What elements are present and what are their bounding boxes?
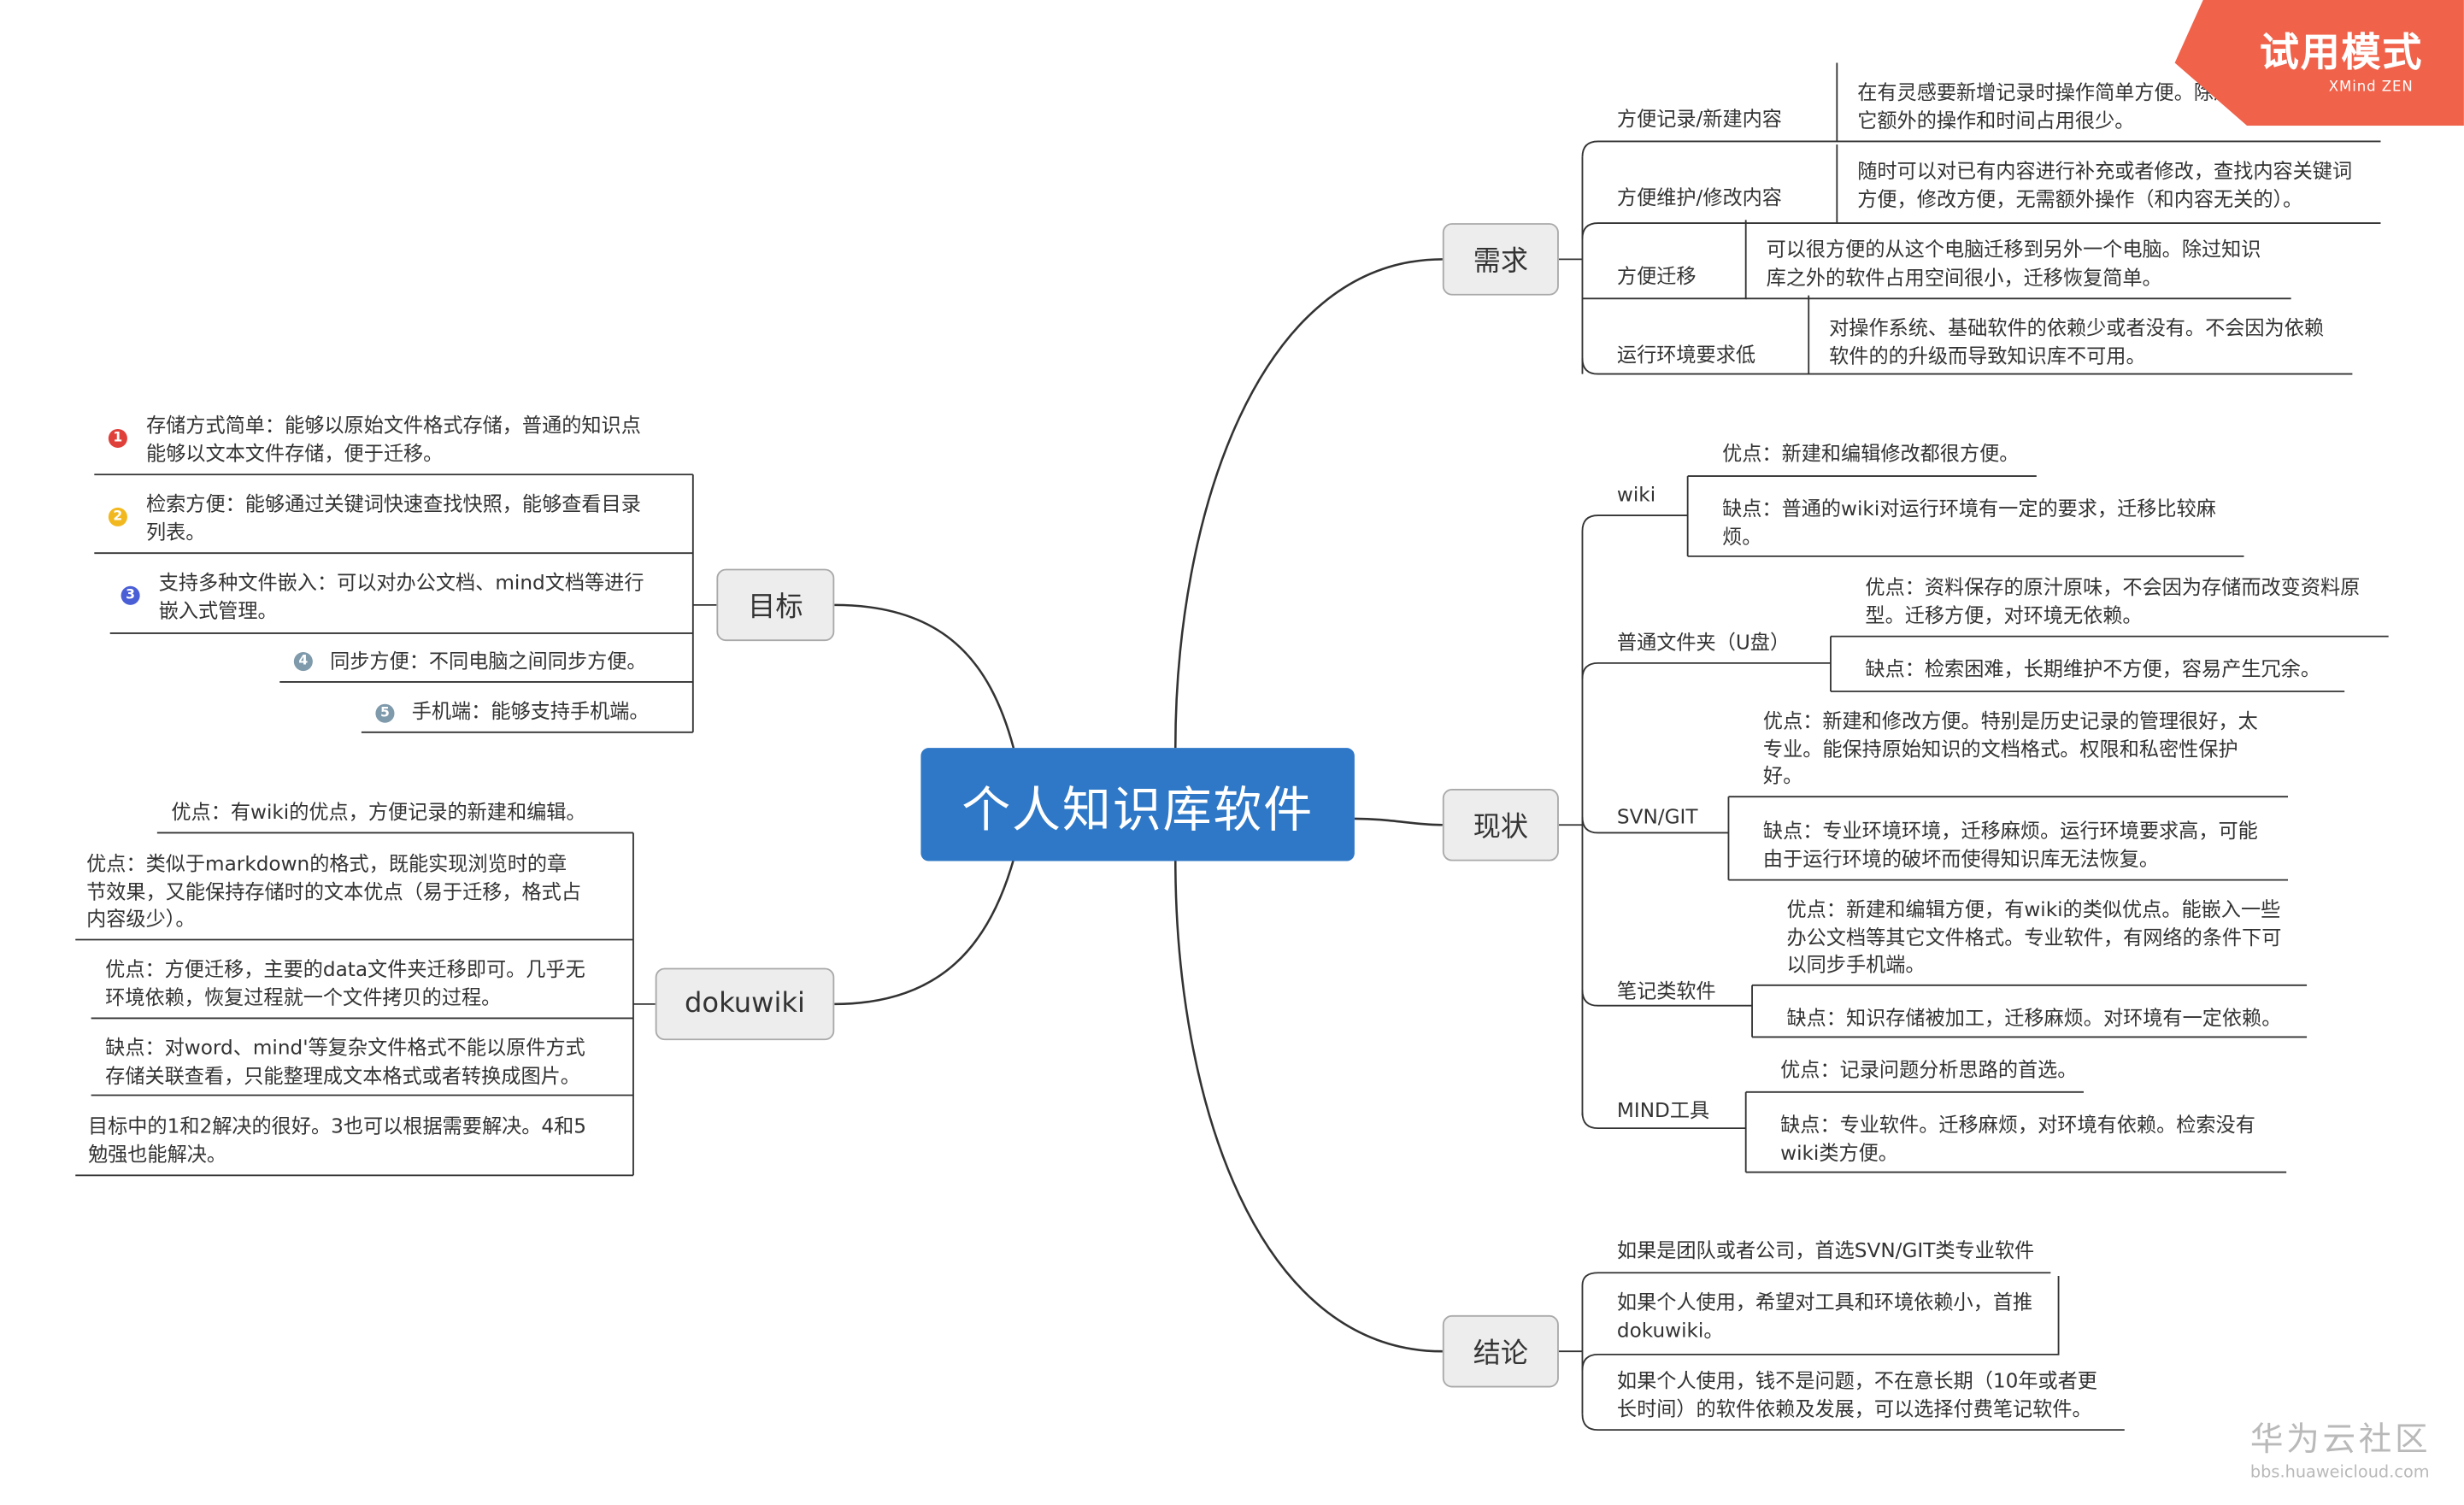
xianzhuang-item-pro[interactable]: 优点：新建和修改方便。特别是历史记录的管理很好，太 专业。能保持原始知识的文档格… — [1762, 708, 2258, 788]
xuqiu-item-label[interactable]: 方便维护/修改内容 — [1616, 185, 1782, 209]
xuqiu-item-label[interactable]: 方便记录/新建内容 — [1616, 107, 1782, 131]
branch-xianzhuang[interactable]: 现状 — [1442, 788, 1559, 861]
branch-xuqiu[interactable]: 需求 — [1442, 223, 1559, 296]
xianzhuang-item-label[interactable]: SVN/GIT — [1616, 804, 1698, 828]
priority-2-icon: 2 — [108, 507, 127, 526]
xuqiu-item-desc[interactable]: 对操作系统、基础软件的依赖少或者没有。不会因为依赖 软件的的升级而导致知识库不可… — [1829, 315, 2325, 367]
xianzhuang-item-con[interactable]: 缺点：检索困难，长期维护不方便，容易产生冗余。 — [1865, 656, 2320, 681]
xuqiu-item-desc[interactable]: 随时可以对已有内容进行补充或者修改，查找内容关键词 方便，修改方便，无需额外操作… — [1857, 158, 2353, 210]
xuqiu-item-label[interactable]: 方便迁移 — [1616, 263, 1697, 288]
watermark-title: 华为云社区 — [2249, 1420, 2432, 1459]
dokuwiki-item[interactable]: 优点：方便迁移，主要的data文件夹迁移即可。几乎无 环境依赖，恢复过程就一个文… — [105, 956, 585, 1008]
branch-mubiao[interactable]: 目标 — [716, 568, 835, 642]
xianzhuang-item-con[interactable]: 缺点：知识存储被加工，迁移麻烦。对环境有一定依赖。 — [1786, 1005, 2282, 1030]
dokuwiki-item[interactable]: 目标中的1和2解决的很好。3也可以根据需要解决。4和5 勉强也能解决。 — [87, 1114, 587, 1166]
dokuwiki-item[interactable]: 优点：类似于markdown的格式，既能实现浏览时的章 节效果，又能保持存储时的… — [86, 851, 581, 931]
xianzhuang-item-label[interactable]: MIND工具 — [1616, 1098, 1710, 1122]
trial-badge-shape — [2174, 0, 2464, 126]
priority-3-icon: 3 — [121, 585, 140, 605]
xianzhuang-item-con[interactable]: 缺点：普通的wiki对运行环境有一定的要求，迁移比较麻 烦。 — [1722, 496, 2216, 548]
watermark-url: bbs.huaweicloud.com — [2249, 1462, 2430, 1482]
xianzhuang-item-pro[interactable]: 优点：新建和编辑修改都很方便。 — [1722, 441, 2020, 466]
central-topic[interactable]: 个人知识库软件 — [920, 748, 1355, 861]
branch-jielun[interactable]: 结论 — [1442, 1314, 1559, 1388]
priority-4-icon: 4 — [293, 652, 313, 672]
xianzhuang-item-label[interactable]: wiki — [1616, 482, 1656, 507]
xianzhuang-item-pro[interactable]: 优点：资料保存的原汁原味，不会因为存储而改变资料原 型。迁移方便，对环境无依赖。 — [1865, 574, 2361, 626]
trial-mode-badge[interactable]: 试用模式 XMind ZEN — [2168, 0, 2464, 126]
trial-mode-sub: XMind ZEN — [2328, 79, 2414, 97]
mubiao-item[interactable]: 支持多种文件嵌入：可以对办公文档、mind文档等进行 嵌入式管理。 — [158, 570, 644, 622]
branch-dokuwiki[interactable]: dokuwiki — [655, 967, 835, 1041]
xuqiu-item-desc[interactable]: 可以很方便的从这个电脑迁移到另外一个电脑。除过知识 库之外的软件占用空间很小，迁… — [1766, 237, 2261, 289]
mubiao-item[interactable]: 检索方便：能够通过关键词快速查找快照，能够查看目录 列表。 — [145, 491, 641, 544]
jielun-item[interactable]: 如果个人使用，希望对工具和环境依赖小，首推 dokuwiki。 — [1616, 1290, 2033, 1342]
xianzhuang-item-pro[interactable]: 优点：记录问题分析思路的首选。 — [1780, 1057, 2078, 1081]
priority-1-icon: 1 — [108, 428, 127, 449]
watermark: 华为云社区 bbs.huaweicloud.com — [2250, 1414, 2431, 1482]
xianzhuang-item-con[interactable]: 缺点：专业软件。迁移麻烦，对环境有依赖。检索没有 wiki类方便。 — [1780, 1112, 2255, 1164]
dokuwiki-item[interactable]: 缺点：对word、mind'等复杂文件格式不能以原件方式 存储关联查看，只能整理… — [105, 1035, 585, 1087]
jielun-item[interactable]: 如果个人使用，钱不是问题，不在意长期（10年或者更 长时间）的软件依赖及发展，可… — [1616, 1368, 2097, 1420]
dokuwiki-item[interactable]: 优点：有wiki的优点，方便记录的新建和编辑。 — [171, 799, 586, 824]
trial-mode-label: 试用模式 — [2259, 29, 2424, 76]
xianzhuang-item-pro[interactable]: 优点：新建和编辑方便，有wiki的类似优点。能嵌入一些 办公文档等其它文件格式。… — [1786, 897, 2282, 976]
mubiao-item[interactable]: 存储方式简单：能够以原始文件格式存储，普通的知识点 能够以文本文件存储，便于迁移… — [145, 413, 641, 465]
jielun-item[interactable]: 如果是团队或者公司，首选SVN/GIT类专业软件 — [1616, 1238, 2035, 1262]
priority-5-icon: 5 — [375, 703, 395, 723]
xianzhuang-item-con[interactable]: 缺点：专业环境环境，迁移麻烦。运行环境要求高，可能 由于运行环境的破坏而使得知识… — [1762, 818, 2258, 870]
mubiao-item[interactable]: 手机端：能够支持手机端。 — [411, 699, 650, 723]
mubiao-item[interactable]: 同步方便：不同电脑之间同步方便。 — [330, 649, 647, 673]
xianzhuang-item-label[interactable]: 普通文件夹（U盘） — [1616, 630, 1791, 654]
xianzhuang-item-label[interactable]: 笔记类软件 — [1616, 979, 1716, 1003]
xuqiu-item-label[interactable]: 运行环境要求低 — [1616, 342, 1756, 367]
